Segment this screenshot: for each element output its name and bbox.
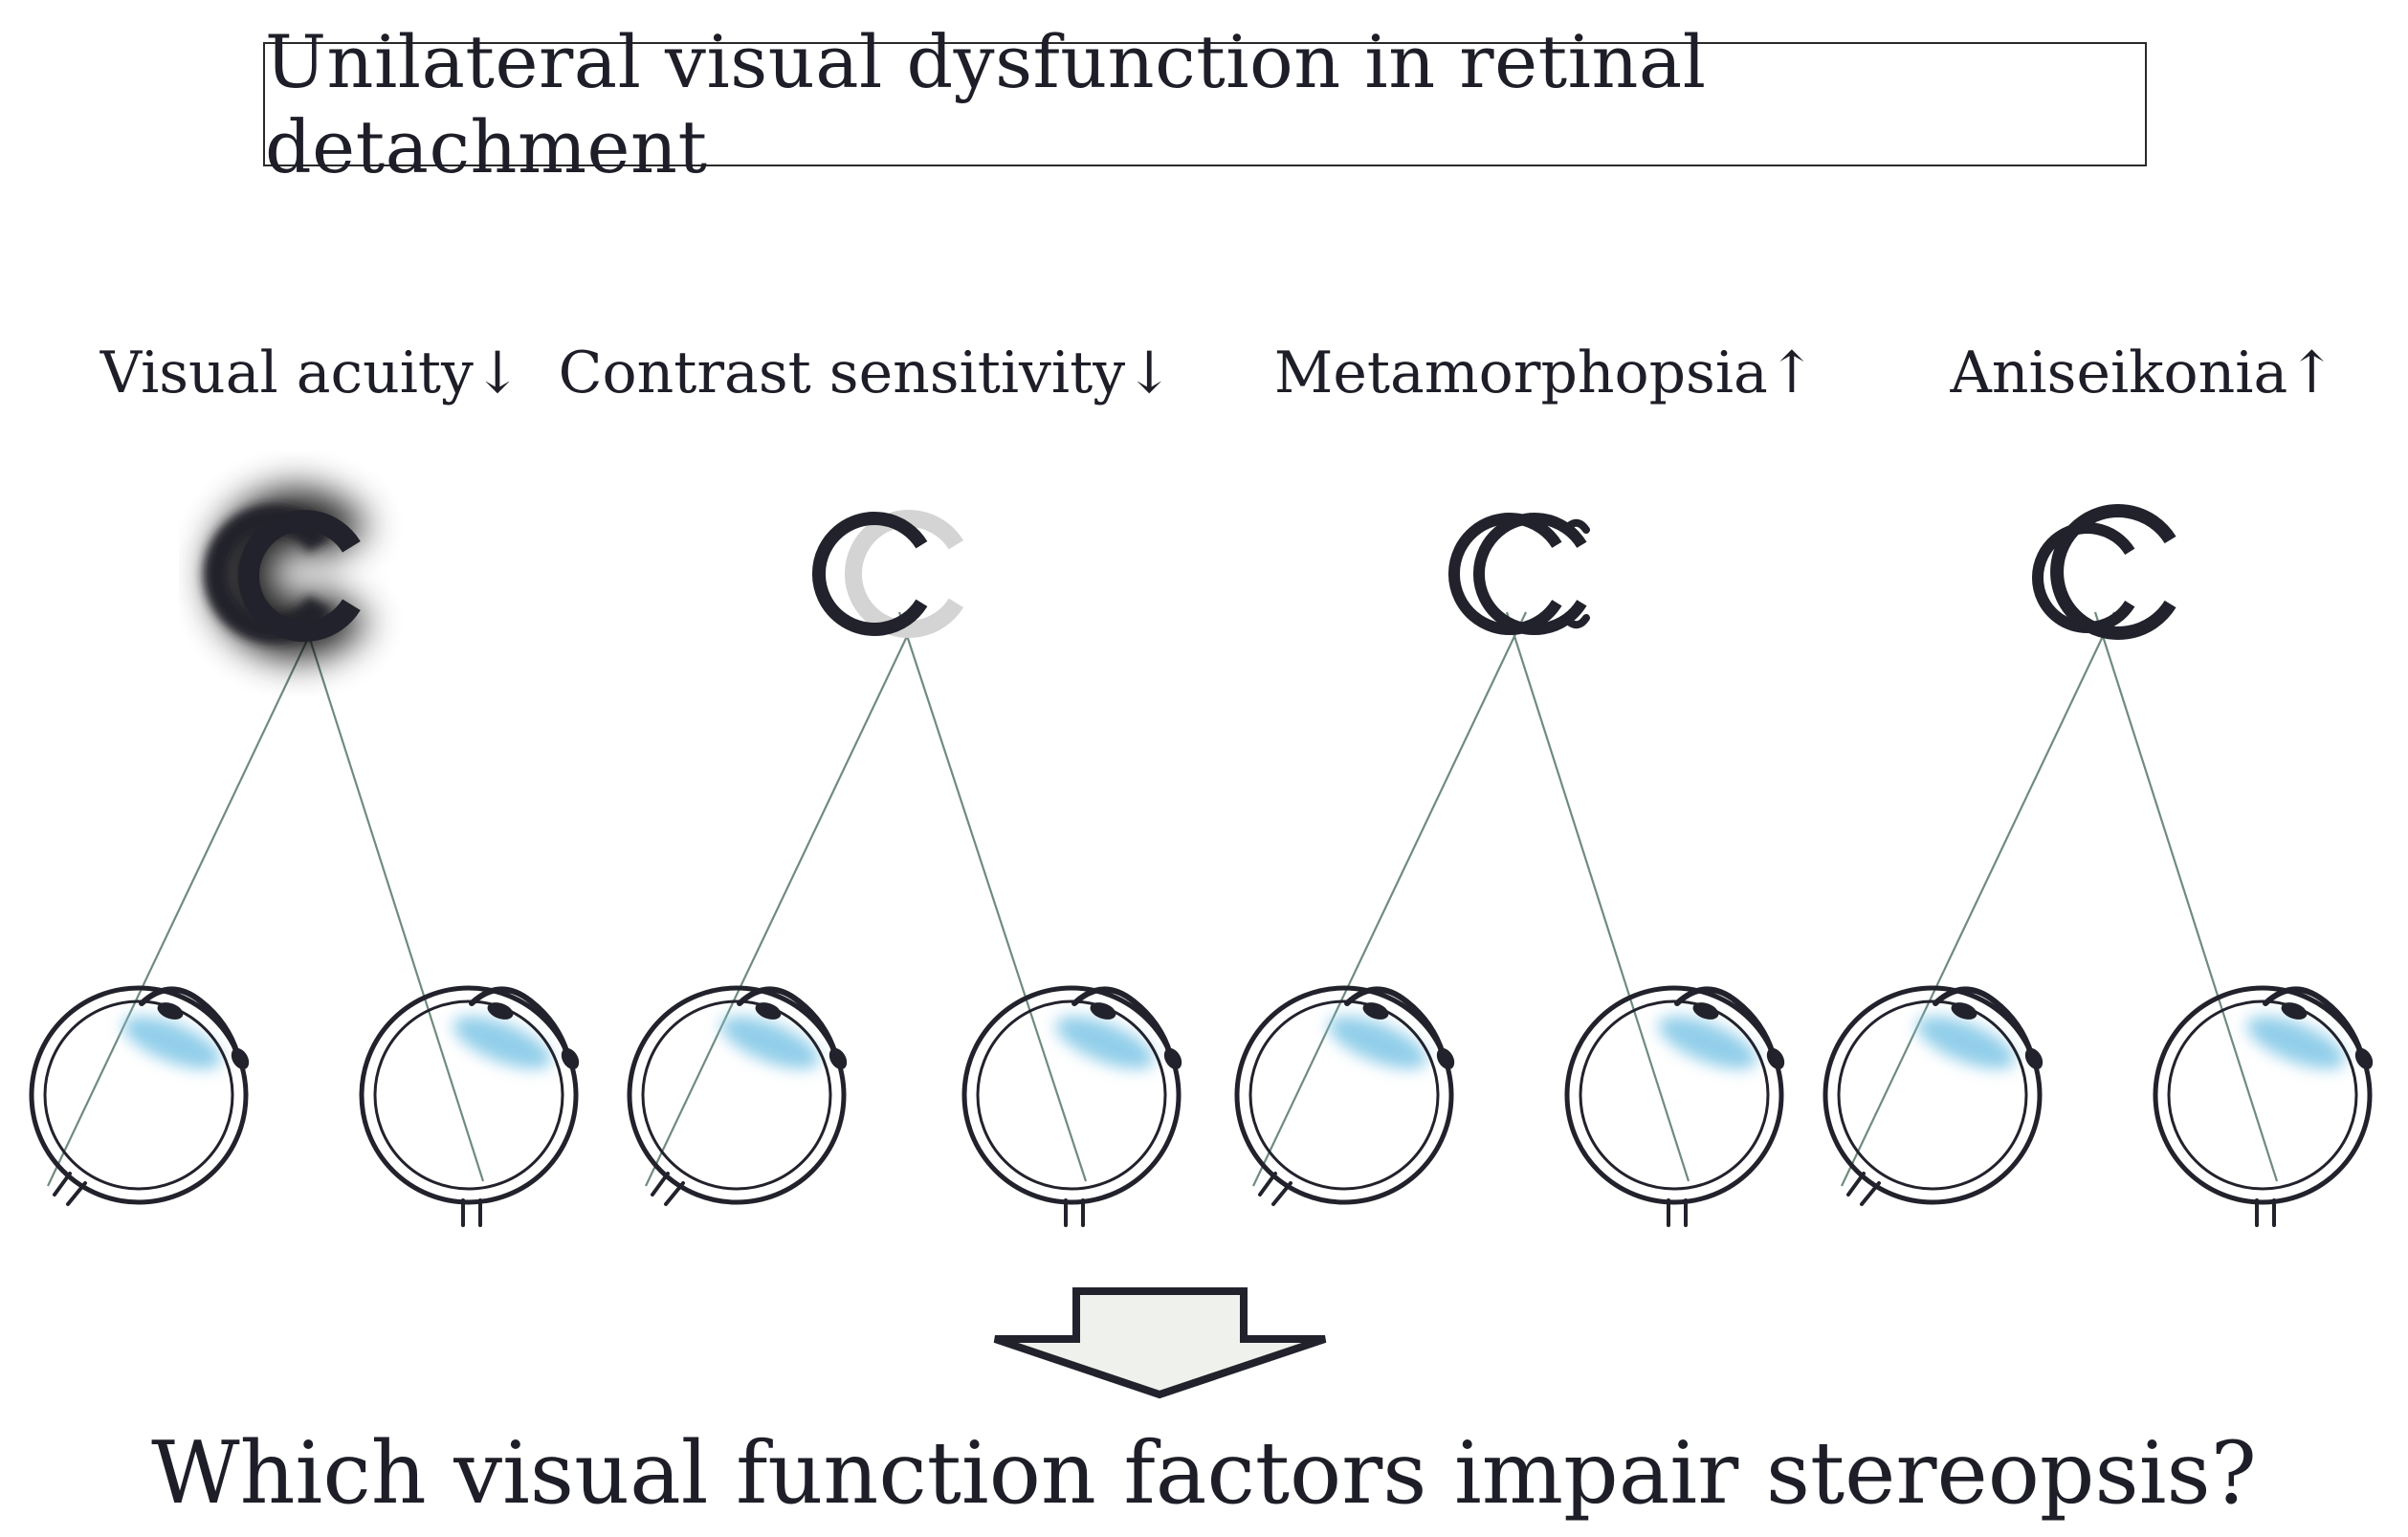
sight-line-left xyxy=(645,611,919,1187)
panel-label-aniseikonia: Aniseikonia↑ xyxy=(1950,340,2336,406)
landolt-ring-large xyxy=(2050,504,2176,640)
retinal-detachment-spot xyxy=(1055,1016,1155,1069)
lens-shape xyxy=(1344,986,1446,1057)
retinal-detachment-spot xyxy=(122,1016,222,1069)
diagram-title: Unilateral visual dysfunction in retinal… xyxy=(265,19,1707,189)
lens-shape xyxy=(469,986,570,1057)
panel-label-metamorphopsia: Metamorphopsia↑ xyxy=(1273,340,1817,406)
panel-contrast xyxy=(627,510,1182,1227)
retinal-detachment-spot xyxy=(1328,1016,1427,1069)
optic-nerve xyxy=(461,1198,482,1227)
lens-shape xyxy=(1674,986,1776,1057)
optic-nerve xyxy=(53,1172,87,1206)
title-box: Unilateral visual dysfunction in retinal… xyxy=(263,19,2147,189)
eyeball-icon xyxy=(29,985,250,1206)
panel-label-visual-acuity: Visual acuity↓ xyxy=(99,340,522,406)
eyeball-icon xyxy=(1823,985,2043,1206)
eyeball-icon xyxy=(1234,985,1455,1206)
landolt-ring-distorted xyxy=(1472,513,1587,635)
retinal-detachment-spot xyxy=(453,1016,552,1069)
eyeball-icon xyxy=(359,985,580,1227)
retinal-detachment-spot xyxy=(2246,1016,2346,1069)
lens-shape xyxy=(1071,986,1173,1057)
optic-nerve xyxy=(1064,1198,1085,1227)
sight-line-right xyxy=(1505,611,1690,1182)
question-text: Which visual function factors impair ste… xyxy=(151,1423,2257,1524)
lens-shape xyxy=(1933,986,2034,1057)
retinal-detachment-spot xyxy=(1658,1016,1757,1069)
panel-blur xyxy=(29,489,580,1227)
retinal-detachment-spot xyxy=(1916,1016,2016,1069)
eyeball-icon xyxy=(627,985,848,1206)
landolt-ring-faded xyxy=(844,510,964,638)
optic-nerve xyxy=(1258,1172,1292,1206)
lens-shape xyxy=(2263,986,2364,1057)
optic-nerve xyxy=(651,1172,685,1206)
panel-label-contrast-sensitivity: Contrast sensitivity↓ xyxy=(558,340,1174,406)
panel-size xyxy=(1823,504,2374,1227)
eyeball-icon xyxy=(1564,985,1785,1227)
sight-line-right xyxy=(2093,611,2279,1182)
sight-line-right xyxy=(299,611,485,1182)
down-arrow xyxy=(993,1287,1327,1399)
landolt-ring xyxy=(811,512,928,636)
optic-nerve xyxy=(2255,1198,2276,1227)
landolt-ring xyxy=(1447,513,1562,635)
ring-distortion-tips xyxy=(1565,518,1590,629)
optic-nerve xyxy=(1846,1172,1881,1206)
lens-shape xyxy=(737,986,838,1057)
retinal-detachment-spot xyxy=(720,1016,820,1069)
panel-distortion xyxy=(1234,513,1785,1227)
sight-line-left xyxy=(1252,611,1527,1187)
landolt-ring xyxy=(237,510,361,642)
optic-nerve xyxy=(1667,1198,1688,1227)
sight-line-left xyxy=(1841,611,2115,1187)
sight-line-right xyxy=(897,611,1088,1182)
sight-line-left xyxy=(47,611,321,1187)
eyeball-icon xyxy=(2153,985,2374,1227)
eyeball-icon xyxy=(961,985,1182,1227)
lens-shape xyxy=(139,986,240,1057)
